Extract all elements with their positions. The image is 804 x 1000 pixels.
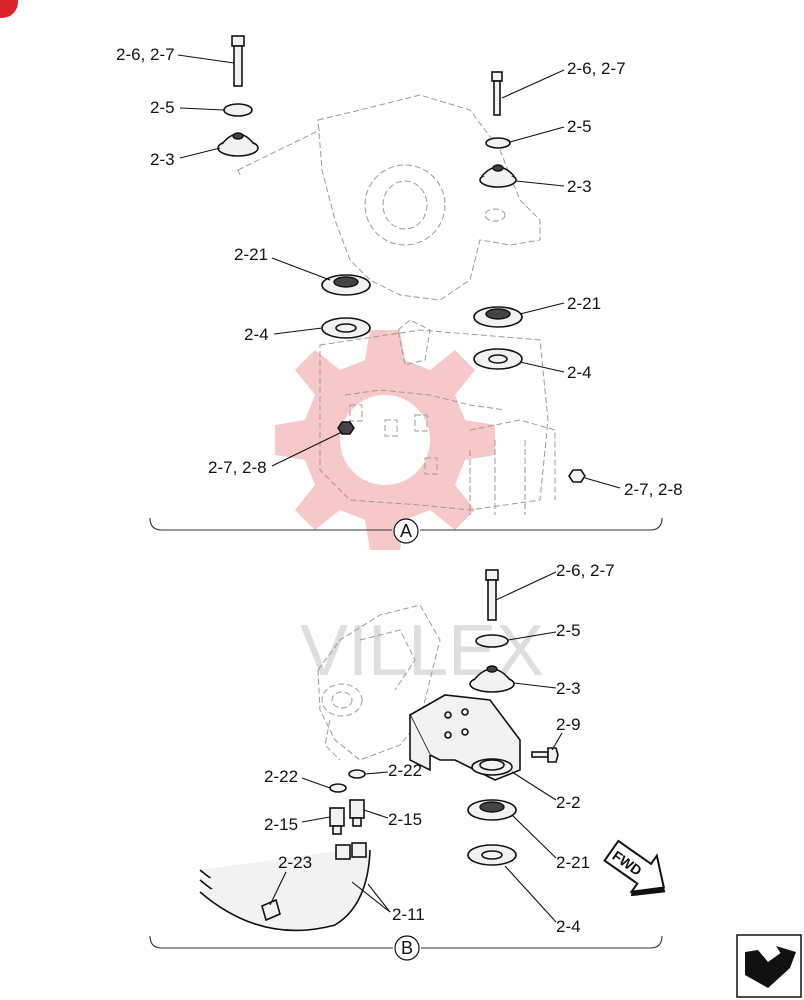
label-a-plate-right: 2-4 xyxy=(567,363,592,382)
section-b-labels: 2-6, 2-7 2-5 2-3 2-9 2-22 2-22 2-2 2-15 … xyxy=(264,561,615,936)
badge-icon[interactable] xyxy=(0,0,18,18)
section-a-marker-label: A xyxy=(400,521,412,541)
bolt-b xyxy=(485,569,499,621)
section-b-marker xyxy=(394,935,420,961)
section-b-leaders xyxy=(269,571,563,923)
label-b-bracket: 2-2 xyxy=(556,793,581,812)
section-a-left-stack xyxy=(217,35,371,435)
label-b-washer: 2-5 xyxy=(556,621,581,640)
label-b-mount: 2-21 xyxy=(556,853,590,872)
section-b-marker-label: B xyxy=(401,938,413,958)
mount-right xyxy=(473,306,523,328)
label-b-plate: 2-4 xyxy=(556,917,581,936)
label-a-washer-right: 2-5 xyxy=(567,117,592,136)
label-b-fitting-right: 2-15 xyxy=(388,810,422,829)
next-page-icon[interactable] xyxy=(736,934,802,998)
label-a-cushion-left: 2-3 xyxy=(150,150,175,169)
oring-right xyxy=(348,769,366,779)
label-b-hoses: 2-11 xyxy=(392,905,425,924)
section-a-labels: 2-6, 2-7 2-5 2-3 2-6, 2-7 2-5 2-3 2-21 2… xyxy=(116,45,683,499)
washer-right xyxy=(485,137,511,149)
section-a-leaders xyxy=(177,54,621,489)
cushion-left xyxy=(217,132,259,157)
label-a-mount-left: 2-21 xyxy=(234,245,268,264)
section-a-marker xyxy=(393,518,419,544)
label-a-mount-right: 2-21 xyxy=(567,294,601,313)
plate-left xyxy=(321,317,371,339)
label-b-clamp: 2-23 xyxy=(278,853,312,872)
label-b-bolt: 2-6, 2-7 xyxy=(556,561,615,580)
label-b-screw: 2-9 xyxy=(556,715,581,734)
section-a-brace: A xyxy=(149,517,663,544)
label-a-nut-left: 2-7, 2-8 xyxy=(208,458,267,477)
nut-left xyxy=(337,421,355,435)
screw-b xyxy=(531,747,559,763)
label-b-cushion: 2-3 xyxy=(556,679,581,698)
hose-assembly xyxy=(199,769,371,932)
bolt-left xyxy=(231,35,245,87)
washer-left xyxy=(223,103,253,117)
section-b-engine xyxy=(317,604,441,761)
plate-right xyxy=(473,348,523,370)
washer-b xyxy=(475,634,509,648)
label-a-nut-right: 2-7, 2-8 xyxy=(624,480,683,499)
label-b-oring-right: 2-22 xyxy=(388,761,422,780)
mount-b xyxy=(467,799,517,821)
watermark-gear-icon xyxy=(275,330,495,550)
cushion-right xyxy=(479,164,517,188)
plate-b xyxy=(467,844,517,866)
label-a-plate-left: 2-4 xyxy=(244,325,269,344)
mount-left xyxy=(321,274,371,296)
section-b-stack xyxy=(467,569,559,866)
label-a-cushion-right: 2-3 xyxy=(567,177,592,196)
section-b-brace: B xyxy=(149,935,663,961)
oring-left xyxy=(329,783,347,793)
label-b-fitting-left: 2-15 xyxy=(264,815,298,834)
label-a-bolt-right: 2-6, 2-7 xyxy=(567,59,626,78)
fitting-left xyxy=(329,807,345,835)
bolt-right xyxy=(491,71,503,116)
label-a-bolt-left: 2-6, 2-7 xyxy=(116,45,175,64)
fitting-right xyxy=(349,799,365,827)
fwd-arrow-icon: FWD xyxy=(603,839,666,897)
section-a-right-stack xyxy=(473,71,586,483)
label-a-washer-left: 2-5 xyxy=(150,98,175,117)
bracket xyxy=(408,694,521,781)
nut-right xyxy=(568,469,586,483)
cushion-b xyxy=(469,665,515,693)
label-b-oring-left: 2-22 xyxy=(264,767,298,786)
section-a-housing xyxy=(237,94,556,515)
